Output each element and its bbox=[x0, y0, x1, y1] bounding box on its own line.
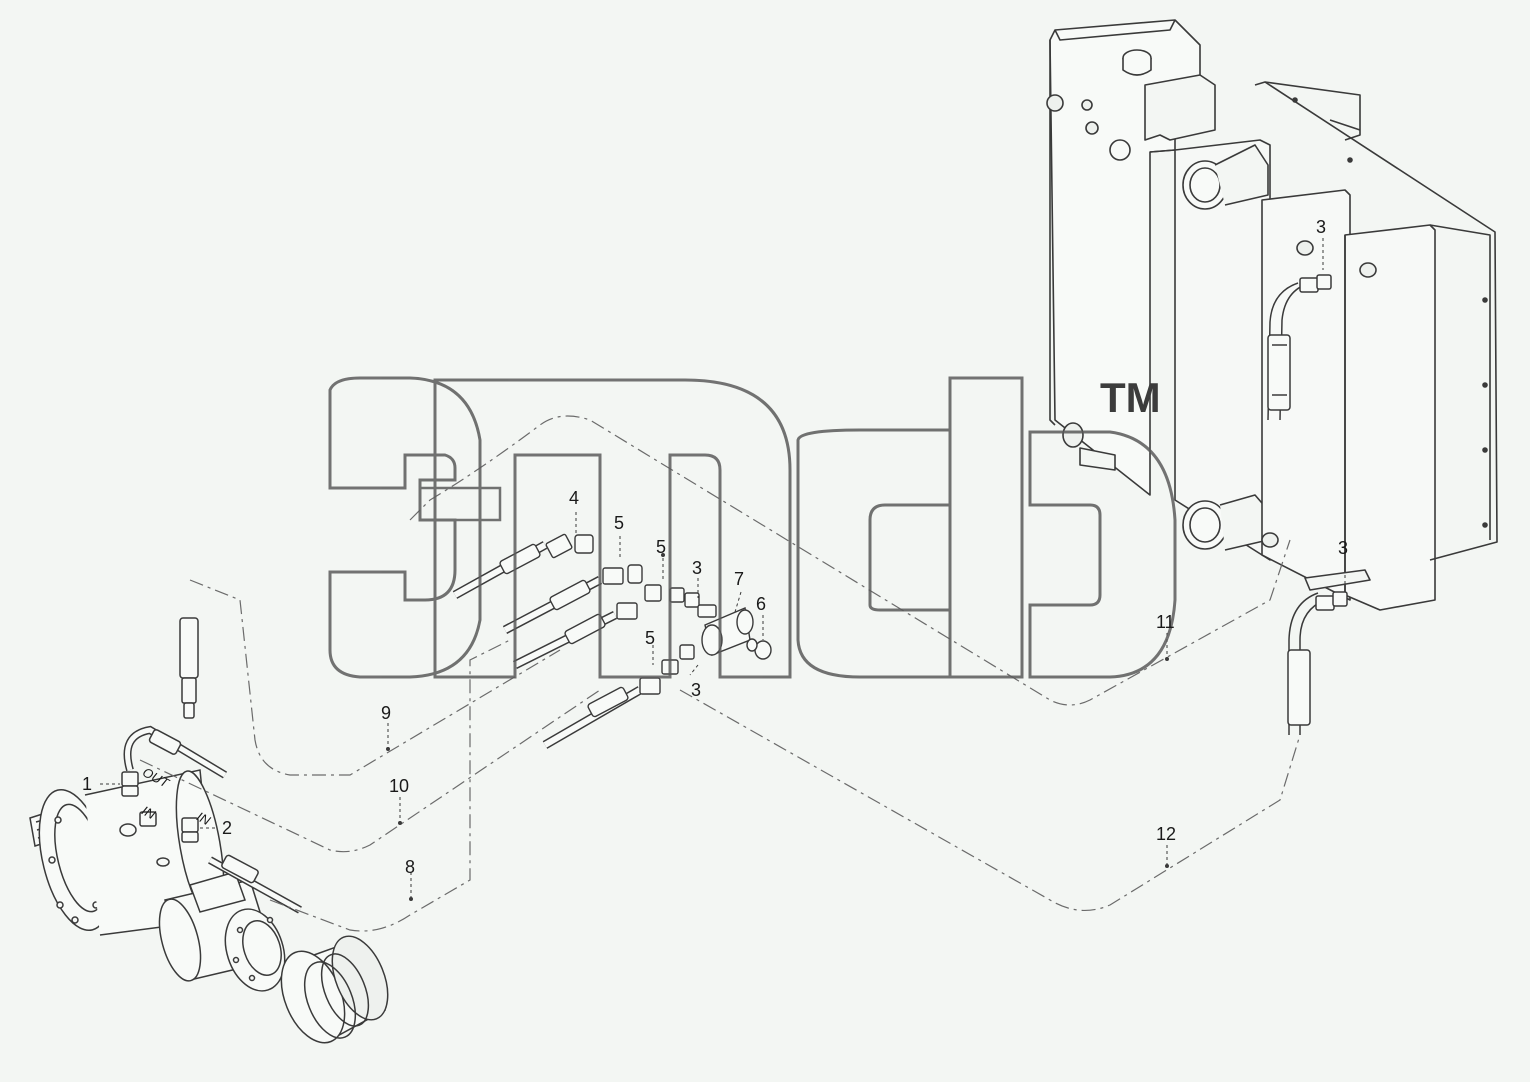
hose-mid bbox=[502, 564, 643, 634]
hose-lower bbox=[512, 602, 638, 670]
callout-7: 7 bbox=[734, 569, 745, 589]
pump-motor-assembly bbox=[29, 769, 389, 1044]
valve-cluster bbox=[452, 533, 772, 749]
watermark-trademark: TM bbox=[1100, 374, 1161, 421]
watermark-letter-2 bbox=[433, 378, 792, 679]
watermark-letter-1 bbox=[328, 376, 482, 679]
radiator-lower-hose bbox=[1287, 591, 1348, 735]
callout-4: 4 bbox=[569, 488, 580, 508]
callout-2: 2 bbox=[222, 818, 233, 838]
callout-10: 10 bbox=[389, 776, 410, 796]
callout-9: 9 bbox=[381, 703, 392, 723]
leader-lines bbox=[100, 238, 1346, 898]
callout-5-lower: 5 bbox=[645, 628, 656, 648]
radiator-upper-hose bbox=[1267, 274, 1332, 421]
callout-3-valve-lower: 3 bbox=[691, 680, 702, 700]
callout-6: 6 bbox=[756, 594, 767, 614]
callout-1: 1 bbox=[82, 774, 93, 794]
pump-hoses bbox=[123, 617, 302, 914]
callout-3-valve-upper: 3 bbox=[692, 558, 703, 578]
watermark-letter-5 bbox=[1028, 430, 1177, 679]
watermark-letter-3 bbox=[796, 428, 952, 679]
pipe-route-lines bbox=[139, 415, 1301, 932]
callout-3-radiator-upper: 3 bbox=[1316, 217, 1327, 237]
watermark-logo bbox=[328, 376, 1177, 679]
callout-11: 11 bbox=[1156, 612, 1175, 632]
radiator-assembly bbox=[1046, 19, 1498, 611]
callout-5-upper: 5 bbox=[614, 513, 625, 533]
callout-8: 8 bbox=[405, 857, 416, 877]
hose-bottom bbox=[542, 677, 661, 749]
watermark-letter-4 bbox=[948, 376, 1024, 679]
hose-upper bbox=[452, 533, 594, 599]
callout-12: 12 bbox=[1156, 824, 1177, 844]
callout-5-mid: 5 bbox=[656, 537, 667, 557]
leader-dots bbox=[386, 553, 1169, 901]
callout-3-radiator-lower: 3 bbox=[1338, 538, 1349, 558]
